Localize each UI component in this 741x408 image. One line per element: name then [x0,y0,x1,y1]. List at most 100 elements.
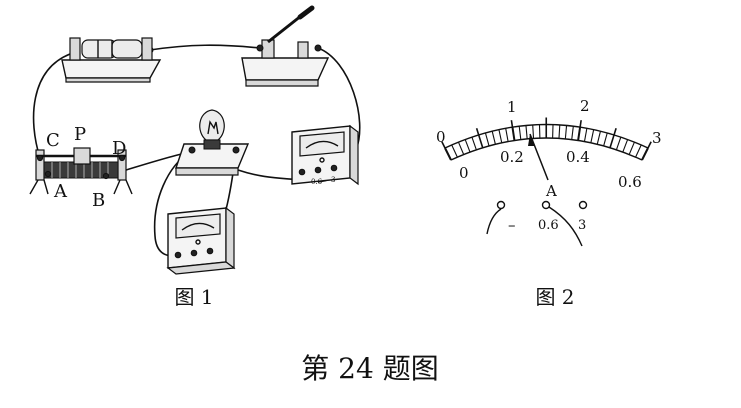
dial-tick [571,126,574,140]
dial-ticks [441,117,652,161]
dial-tick [635,144,642,158]
top-scale-1: 1 [507,98,517,116]
figure-2-caption: 图 2 [535,285,574,309]
ammeter-zero-knob [319,157,325,163]
wire-lamp-to-voltmeter-left [153,151,191,257]
switch-jaw [297,41,309,59]
rheostat-foot-right [113,179,133,195]
terminal-negative-label: – [508,216,516,234]
dial-tick [596,131,601,145]
dial-tick [464,139,471,153]
dial-tick [498,129,503,143]
sliding-rheostat: C P D A B [29,124,133,211]
voltmeter-terminal-1 [174,251,182,259]
voltmeter [166,206,236,275]
voltmeter-dial [175,213,221,239]
bottom-scale-0-6: 0.6 [618,173,642,191]
battery-clip-right [141,37,153,61]
lamp-board-edge [175,167,239,176]
dial-tick [518,126,522,140]
dial-arc-inner [450,137,643,161]
battery-clip-left [69,37,81,61]
dial-major-tick [475,128,480,136]
dial-tick [558,124,561,139]
lamp-terminal-right [232,146,240,154]
dial-major-tick [441,141,446,149]
dial-tick [471,136,477,151]
switch-hinge [261,39,275,59]
terminal-negative-lead [486,208,502,235]
voltmeter-terminal-3 [206,247,214,255]
ammeter-side [349,124,359,186]
figure-1-circuit: C P D A B 0.6 3 [29,5,361,309]
ammeter-dial-arc [305,140,339,149]
rheostat-terminal-b [102,172,110,180]
dial-tick [564,125,568,139]
ammeter-dial [299,131,345,157]
knife-switch [241,5,330,87]
top-scale-0: 0 [436,128,446,146]
switch-terminal-right [314,44,322,52]
switch-terminal-left [256,44,264,52]
ammeter-terminal-3 [330,164,338,172]
top-scale-3: 3 [652,129,662,147]
terminal-negative [496,200,506,210]
rheostat-foot-left [29,179,49,195]
ammeter: 0.6 3 [291,124,359,186]
ammeter-terminal-2 [314,166,322,174]
bottom-scale-0-4: 0.4 [566,148,590,166]
dial-tick [491,131,496,145]
wire-battery-to-rheostat-c [32,53,71,159]
voltmeter-dial-arc [181,222,215,231]
rheostat-end-left [35,149,45,181]
dial-major-tick [579,120,582,128]
label-b: B [92,190,105,211]
dial-unit-label: A [545,182,557,200]
voltmeter-zero-knob [195,239,201,245]
terminal-3 [578,200,588,210]
ammeter-terminal-1 [298,168,306,176]
top-scale-2: 2 [580,97,590,115]
dial-pointer-tip [528,134,535,146]
battery-cell-1 [81,39,117,59]
rheostat-terminal-d [118,154,126,162]
dial-tick [484,132,490,147]
dial-tick [615,136,622,151]
dial-major-tick [647,141,652,149]
dial-tick [603,132,608,147]
wire-lamp-to-ammeter [237,169,301,181]
dial-tick [532,124,535,139]
switch-board [241,57,330,81]
voltmeter-terminal-2 [190,249,198,257]
ammeter-label-3: 3 [331,176,335,184]
dial-tick [451,144,458,158]
ammeter-label-0-6: 0.6 [311,178,323,186]
dial-tick [577,126,582,141]
dial-tick [444,147,452,161]
dial-tick [641,147,649,161]
dial-tick [622,139,629,153]
voltmeter-base [166,261,236,275]
dial-major-tick [510,120,514,128]
label-p: P [74,124,86,145]
rheostat-slider-p [73,147,91,165]
dial-tick [628,141,635,155]
terminal-0-6 [541,200,551,210]
lamp-terminal-left [188,146,196,154]
figure-1-caption: 图 1 [174,285,213,309]
dial-tick [525,125,528,139]
terminal-3-label: 3 [578,218,586,233]
bottom-scale-0-2: 0.2 [500,148,524,166]
lamp-filament [207,120,219,135]
voltmeter-side [225,206,235,270]
battery-board [61,59,162,79]
dial-tick [583,128,588,142]
label-d: D [112,138,126,159]
dial-tick [511,126,516,141]
battery-cell-2 [111,39,143,59]
lamp-holder [175,109,250,176]
terminal-0-6-lead [548,206,583,247]
dial-major-tick [613,128,617,136]
lamp-socket [203,139,221,150]
dial-tick [609,134,615,149]
